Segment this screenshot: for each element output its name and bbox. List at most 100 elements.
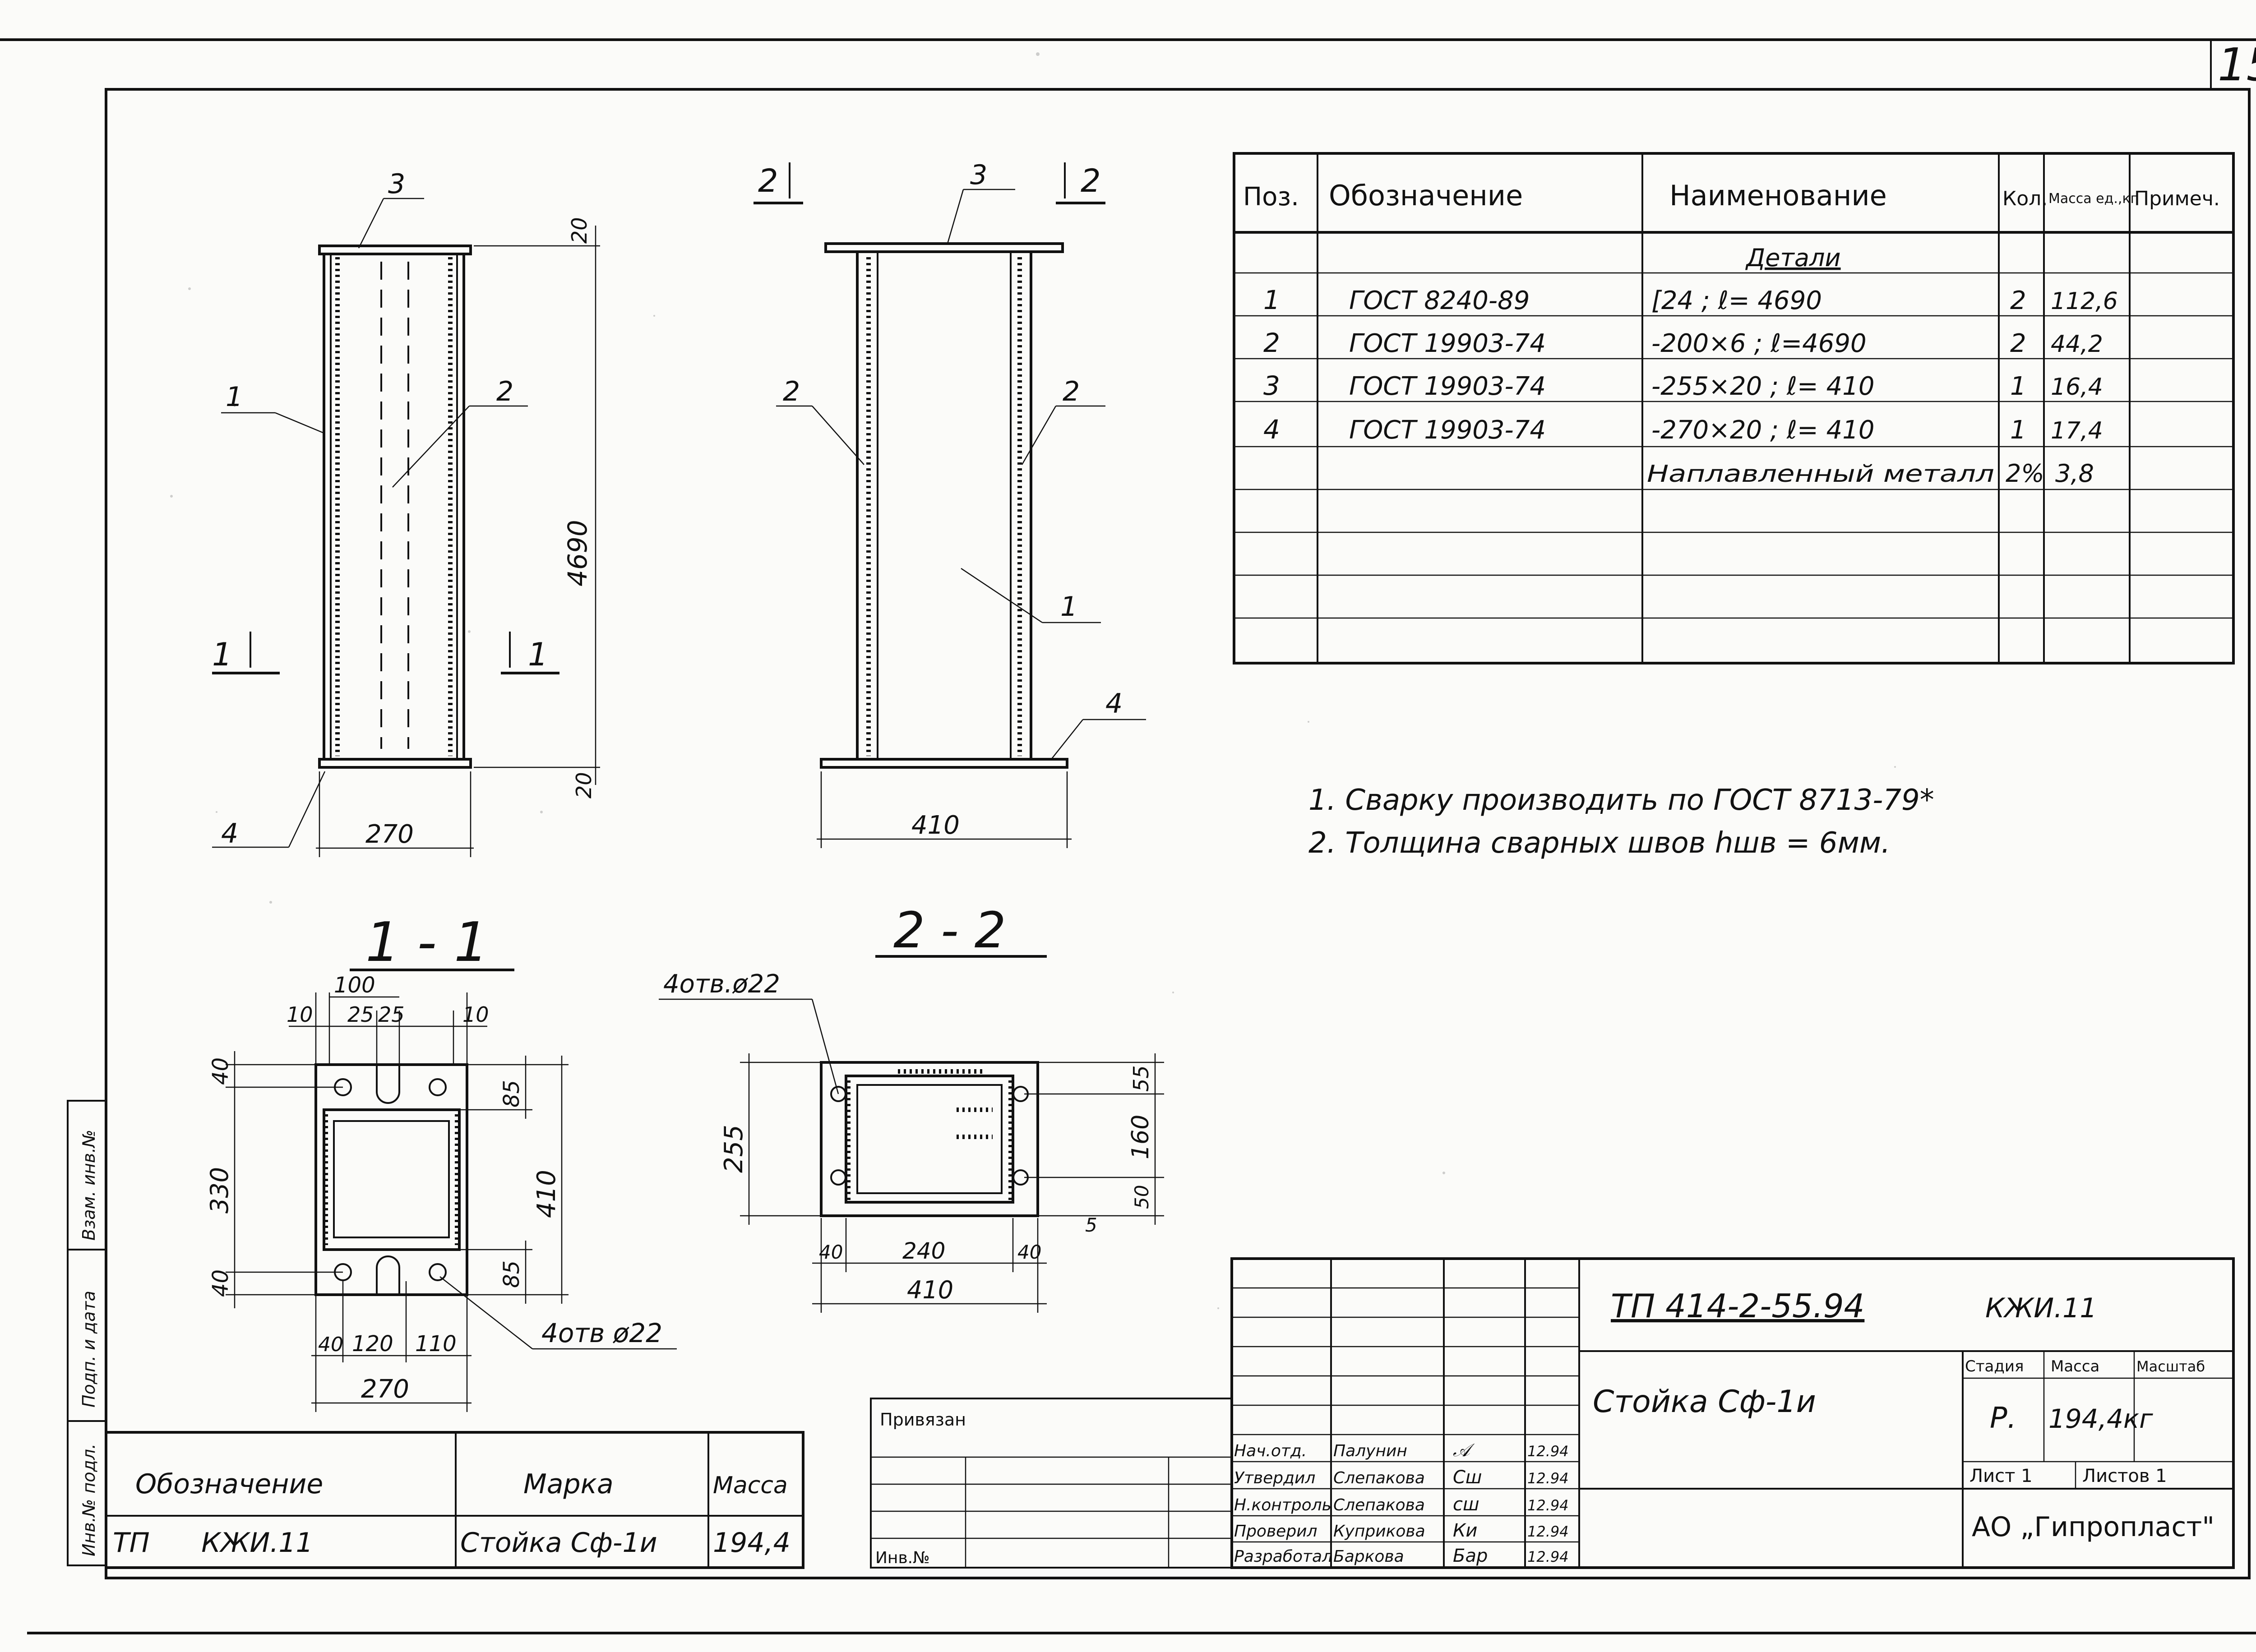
spec-cell: 44,2 <box>2051 331 2103 358</box>
notes: 1. Сварку производить по ГОСТ 8713-79* 2… <box>1308 784 1934 860</box>
title-sheets: Листов 1 <box>2082 1466 2167 1486</box>
side-stamp: Инв.№ подл. Подп. и дата Взам. инв.№ <box>67 1100 107 1566</box>
s22-dim-240: 240 <box>902 1238 945 1264</box>
s11-dim-330: 330 <box>205 1167 234 1214</box>
spec-header-mass: Масса ед.,кг <box>2048 191 2137 207</box>
title-sheet: Лист 1 <box>1969 1466 2033 1486</box>
spec-row-4: 4 ГОСТ 19903-74 -270×20 ; ℓ= 410 1 17,4 <box>1263 414 2103 445</box>
marks-header-mass: Масса <box>713 1472 788 1499</box>
section-1-1: 1 - 1 100 10 25 25 10 40 <box>205 911 677 1412</box>
sig-date: 12.94 <box>1527 1523 1569 1540</box>
sig-sign: Ки <box>1453 1520 1477 1541</box>
note-1: 1. Сварку производить по ГОСТ 8713-79* <box>1308 784 1934 817</box>
spec-cell: -200×6 ; ℓ=4690 <box>1651 329 1867 358</box>
side-stamp-sign: Подп. и дата <box>79 1291 99 1407</box>
sig-role: Разработал <box>1234 1547 1332 1566</box>
sig-name: Баркова <box>1333 1547 1404 1566</box>
marks-cell-designation: ТП КЖИ.11 <box>113 1527 313 1559</box>
sig-role: Утвердил <box>1234 1469 1315 1487</box>
spec-cell: 17,4 <box>2051 417 2103 444</box>
signature-row: Разработал Баркова Бар 12.94 <box>1234 1546 1569 1566</box>
side-mark-1: 1 <box>1060 591 1077 623</box>
spec-cell: ГОСТ 19903-74 <box>1349 415 1546 445</box>
spec-header-note: Примеч. <box>2134 187 2220 210</box>
s22-holes-note: 4отв.ø22 <box>663 969 780 999</box>
signature-row: Нач.отд. Палунин 𝒜 12.94 <box>1234 1440 1569 1461</box>
spec-cell: ГОСТ 8240-89 <box>1349 286 1530 315</box>
title-scale-header: Масштаб <box>2136 1358 2205 1375</box>
section-2-2: 2 - 2 4отв.ø22 255 55 160 50 5 <box>659 901 1164 1313</box>
s22-dim-160: 160 <box>1127 1115 1154 1159</box>
side-stamp-replace: Взам. инв.№ <box>79 1130 99 1241</box>
s11-dim-10b: 10 <box>462 1002 489 1027</box>
title-code: ТП 414-2-55.94 <box>1611 1287 1864 1325</box>
spec-cell: 1 <box>2010 415 2026 445</box>
s22-dim-50: 50 <box>1131 1185 1153 1209</box>
spec-header-qty: Кол. <box>2002 187 2048 210</box>
s11-dim-40c: 40 <box>318 1333 343 1356</box>
side-mark-2-left: 2 <box>783 376 800 407</box>
side-dim-width: 410 <box>911 811 960 840</box>
spec-cell: 3,8 <box>2055 459 2094 488</box>
title-mass: 194,4кг <box>2048 1403 2153 1434</box>
sig-sign: Бар <box>1453 1546 1488 1566</box>
spec-cell: 4 <box>1263 414 1280 445</box>
front-mark-2: 2 <box>496 376 513 407</box>
spec-header-name: Наименование <box>1669 179 1887 212</box>
sig-name: Слепакова <box>1333 1469 1425 1487</box>
title-stage-header: Стадия <box>1965 1357 2024 1375</box>
marks-header-mark: Марка <box>523 1468 614 1500</box>
side-stamp-inv: Инв.№ подл. <box>79 1444 99 1556</box>
side-cut-right: 2 <box>1081 162 1101 199</box>
page-number: 15 <box>2218 38 2256 91</box>
s11-dim-270: 270 <box>361 1375 409 1404</box>
title-name: Стойка Сф-1и <box>1593 1384 1816 1420</box>
spec-header-pos: Поз. <box>1243 182 1299 212</box>
binding-block: Привязан Инв.№ <box>870 1398 1233 1569</box>
binding-label: Привязан <box>880 1410 966 1430</box>
sig-role: Проверил <box>1234 1522 1318 1541</box>
signature-row: Утвердил Слепакова Сш 12.94 <box>1234 1467 1569 1488</box>
sig-name: Куприкова <box>1333 1522 1425 1541</box>
sig-date: 12.94 <box>1527 1443 1569 1460</box>
spec-cell: 16,4 <box>2051 374 2103 401</box>
spec-table: Поз. Обозначение Наименование Кол. Масса… <box>1233 152 2235 664</box>
spec-cell: Наплавленный металл <box>1647 461 1994 488</box>
spec-header-designation: Обозначение <box>1329 179 1523 212</box>
front-dim-height: 4690 <box>562 520 593 586</box>
title-sheet-code: КЖИ.11 <box>1985 1292 2097 1324</box>
sig-sign: Сш <box>1453 1467 1482 1488</box>
front-dim-width: 270 <box>365 820 414 849</box>
spec-group-label: Детали <box>1745 244 1841 272</box>
front-cut-right: 1 <box>528 636 548 673</box>
sig-sign: 𝒜 <box>1453 1440 1475 1461</box>
side-view: 2 2 3 2 2 1 4 410 <box>754 159 1146 848</box>
front-dim-bottom: 20 <box>572 772 596 798</box>
front-cut-left: 1 <box>212 636 232 673</box>
s22-dim-255: 255 <box>719 1125 749 1173</box>
s11-dim-25b: 25 <box>378 1002 405 1027</box>
title-stage: Р. <box>1990 1402 2016 1435</box>
note-2: 2. Толщина сварных швов hшв = 6мм. <box>1308 826 1890 860</box>
s11-dim-100: 100 <box>334 973 375 998</box>
title-block: ТП 414-2-55.94 КЖИ.11 Стойка Сф-1и Стади… <box>1230 1257 2235 1569</box>
s11-dim-85b: 85 <box>499 1260 524 1288</box>
side-mark-3: 3 <box>970 159 987 191</box>
s22-dim-40b: 40 <box>1017 1241 1041 1263</box>
sig-role: Н.контроль <box>1234 1496 1331 1514</box>
s11-dim-85a: 85 <box>499 1080 524 1107</box>
sig-role: Нач.отд. <box>1234 1442 1307 1460</box>
signature-row: Проверил Куприкова Ки 12.94 <box>1234 1520 1569 1541</box>
section-2-2-title: 2 - 2 <box>893 901 1006 959</box>
spec-row-1: 1 ГОСТ 8240-89 [24 ; ℓ= 4690 2 112,6 <box>1263 285 2118 315</box>
front-mark-3: 3 <box>388 168 405 200</box>
s22-dim-410: 410 <box>907 1276 953 1304</box>
sig-date: 12.94 <box>1527 1548 1569 1565</box>
sig-name: Палунин <box>1333 1442 1407 1460</box>
signature-row: Н.контроль Слепакова сш 12.94 <box>1234 1494 1569 1515</box>
s11-dim-410: 410 <box>532 1170 561 1218</box>
s11-dim-25a: 25 <box>347 1002 374 1027</box>
binding-inv-label: Инв.№ <box>875 1549 930 1567</box>
paper-speckle <box>170 52 1896 1309</box>
